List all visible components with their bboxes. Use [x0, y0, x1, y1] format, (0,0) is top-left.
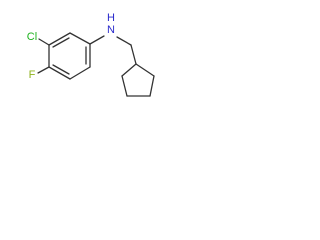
ring-double-c4-c5: [52, 64, 70, 75]
fluorine-label: F: [29, 69, 36, 81]
bond-c4-f: [37, 66, 50, 74]
atom-labels: Cl F N H: [27, 12, 115, 81]
ring-bond-c2-c3: [48, 32, 71, 46]
chlorine-label: Cl: [27, 31, 37, 43]
cyclopentane-bond-4: [121, 75, 128, 97]
ring-double-c2-c3: [52, 37, 70, 48]
ring-bond-c1-c2: [69, 32, 91, 45]
cyclopentane-bond-5: [121, 63, 137, 77]
amine-hydrogen-label: H: [107, 12, 115, 24]
cyclopentane-bond-2: [149, 75, 155, 97]
bond-ch2-cyclopentyl: [130, 44, 137, 65]
bonds: [37, 32, 155, 97]
bond-c1-n: [89, 35, 105, 45]
structure-canvas: Cl F N H: [27, 12, 155, 97]
bond-c3-cl: [38, 38, 50, 46]
ring-bond-c5-c6: [69, 66, 91, 80]
ring-bond-c4-c5: [48, 66, 71, 80]
amine-label: N: [107, 24, 115, 36]
bond-n-ch2: [116, 36, 132, 46]
cyclopentane-bond-1: [135, 63, 155, 77]
